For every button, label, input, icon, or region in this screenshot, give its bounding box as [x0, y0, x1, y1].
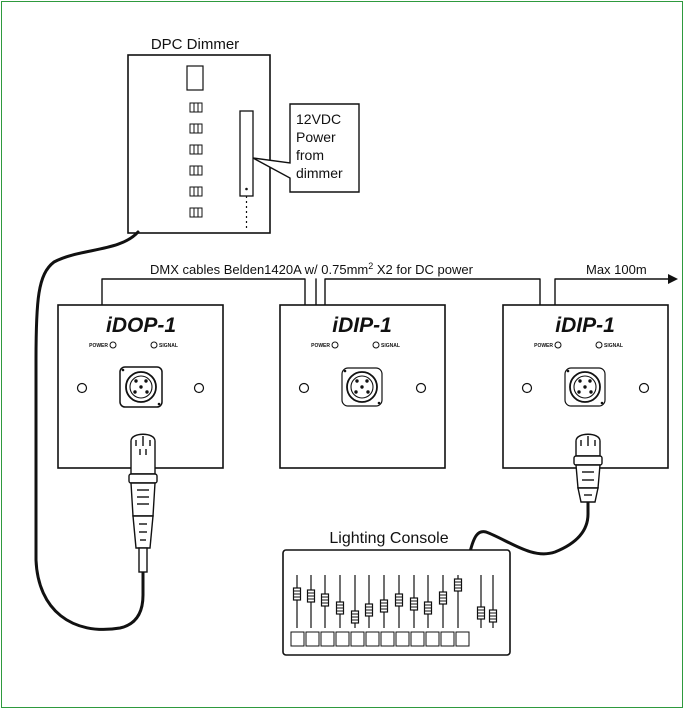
fader-icon — [350, 575, 360, 628]
fader-icon — [306, 575, 316, 628]
power-led-icon — [109, 341, 117, 349]
power-led-icon — [331, 341, 339, 349]
arrow-head-icon — [668, 274, 678, 284]
callout-line-4: dimmer — [296, 165, 343, 181]
panel-dip-1-a: iDIP-1 POWER SIGNAL — [279, 304, 446, 469]
dimmer-terminal-blocks-icon — [189, 102, 203, 218]
signal-led-icon — [372, 341, 380, 349]
channel-button — [350, 631, 365, 647]
xlr-socket-icon — [564, 367, 606, 407]
max-distance-label: Max 100m — [586, 262, 647, 277]
channel-button — [305, 631, 320, 647]
channel-button — [410, 631, 425, 647]
signal-led-icon — [595, 341, 603, 349]
signal-led-icon — [150, 341, 158, 349]
dimmer-display — [186, 65, 204, 91]
mounting-hole-right — [638, 382, 650, 394]
fader-icon — [335, 575, 345, 628]
fader-icon — [320, 575, 330, 628]
panel-model-label: iDOP-1 — [106, 314, 176, 337]
dimmer-power-point — [245, 187, 248, 191]
cable-label: DMX cables Belden1420A w/ 0.75mm2 X2 for… — [150, 261, 474, 277]
dimmer-to-dop-cable — [34, 230, 145, 631]
channel-button — [380, 631, 395, 647]
fader-bank — [292, 575, 498, 628]
mounting-hole-left — [298, 382, 310, 394]
lighting-console: Lighting Console — [282, 530, 511, 656]
power-led-label: POWER — [89, 343, 108, 349]
fader-icon — [476, 575, 486, 628]
xlr-plug-icon — [128, 433, 158, 573]
fader-icon — [394, 575, 404, 628]
xlr-socket-icon — [341, 367, 383, 407]
channel-button — [440, 631, 455, 647]
fader-icon — [488, 575, 498, 628]
max-run-line — [554, 278, 669, 306]
channel-button — [395, 631, 410, 647]
panel-model-label: iDIP-1 — [555, 314, 615, 337]
cables — [34, 230, 669, 631]
fader-icon — [292, 575, 302, 628]
mounting-hole-right — [193, 382, 205, 394]
power-led-label: POWER — [534, 343, 553, 349]
fader-icon — [423, 575, 433, 628]
power-led-icon — [554, 341, 562, 349]
dmx-cable-2 — [324, 278, 541, 306]
fader-icon — [438, 575, 448, 628]
callout-line-3: from — [296, 147, 324, 163]
channel-button — [320, 631, 335, 647]
callout-line-1: 12VDC — [296, 111, 341, 127]
channel-button — [455, 631, 470, 647]
power-led-label: POWER — [311, 343, 330, 349]
mounting-hole-left — [521, 382, 533, 394]
dimmer-power-strip — [239, 110, 254, 197]
mounting-hole-left — [76, 382, 88, 394]
channel-button — [290, 631, 305, 647]
channel-button — [335, 631, 350, 647]
dpc-dimmer: DPC Dimmer — [127, 36, 271, 234]
mounting-hole-right — [415, 382, 427, 394]
console-title: Lighting Console — [329, 530, 448, 547]
channel-buttons — [290, 631, 470, 647]
panel-model-label: iDIP-1 — [332, 314, 392, 337]
xlr-socket-icon — [119, 366, 163, 408]
fader-icon — [379, 575, 389, 628]
console-to-dip-cable — [468, 498, 590, 556]
signal-led-label: SIGNAL — [381, 343, 400, 349]
dimmer-title: DPC Dimmer — [151, 36, 239, 53]
fader-icon — [364, 575, 374, 628]
signal-led-label: SIGNAL — [604, 343, 623, 349]
fader-icon — [409, 575, 419, 628]
callout-line-2: Power — [296, 129, 336, 145]
power-callout: 12VDC Power from dimmer — [252, 103, 360, 193]
signal-led-label: SIGNAL — [159, 343, 178, 349]
xlr-plug-icon — [573, 433, 603, 503]
dmx-cable-1 — [101, 278, 306, 306]
channel-button — [365, 631, 380, 647]
channel-button — [425, 631, 440, 647]
fader-icon — [453, 575, 463, 628]
